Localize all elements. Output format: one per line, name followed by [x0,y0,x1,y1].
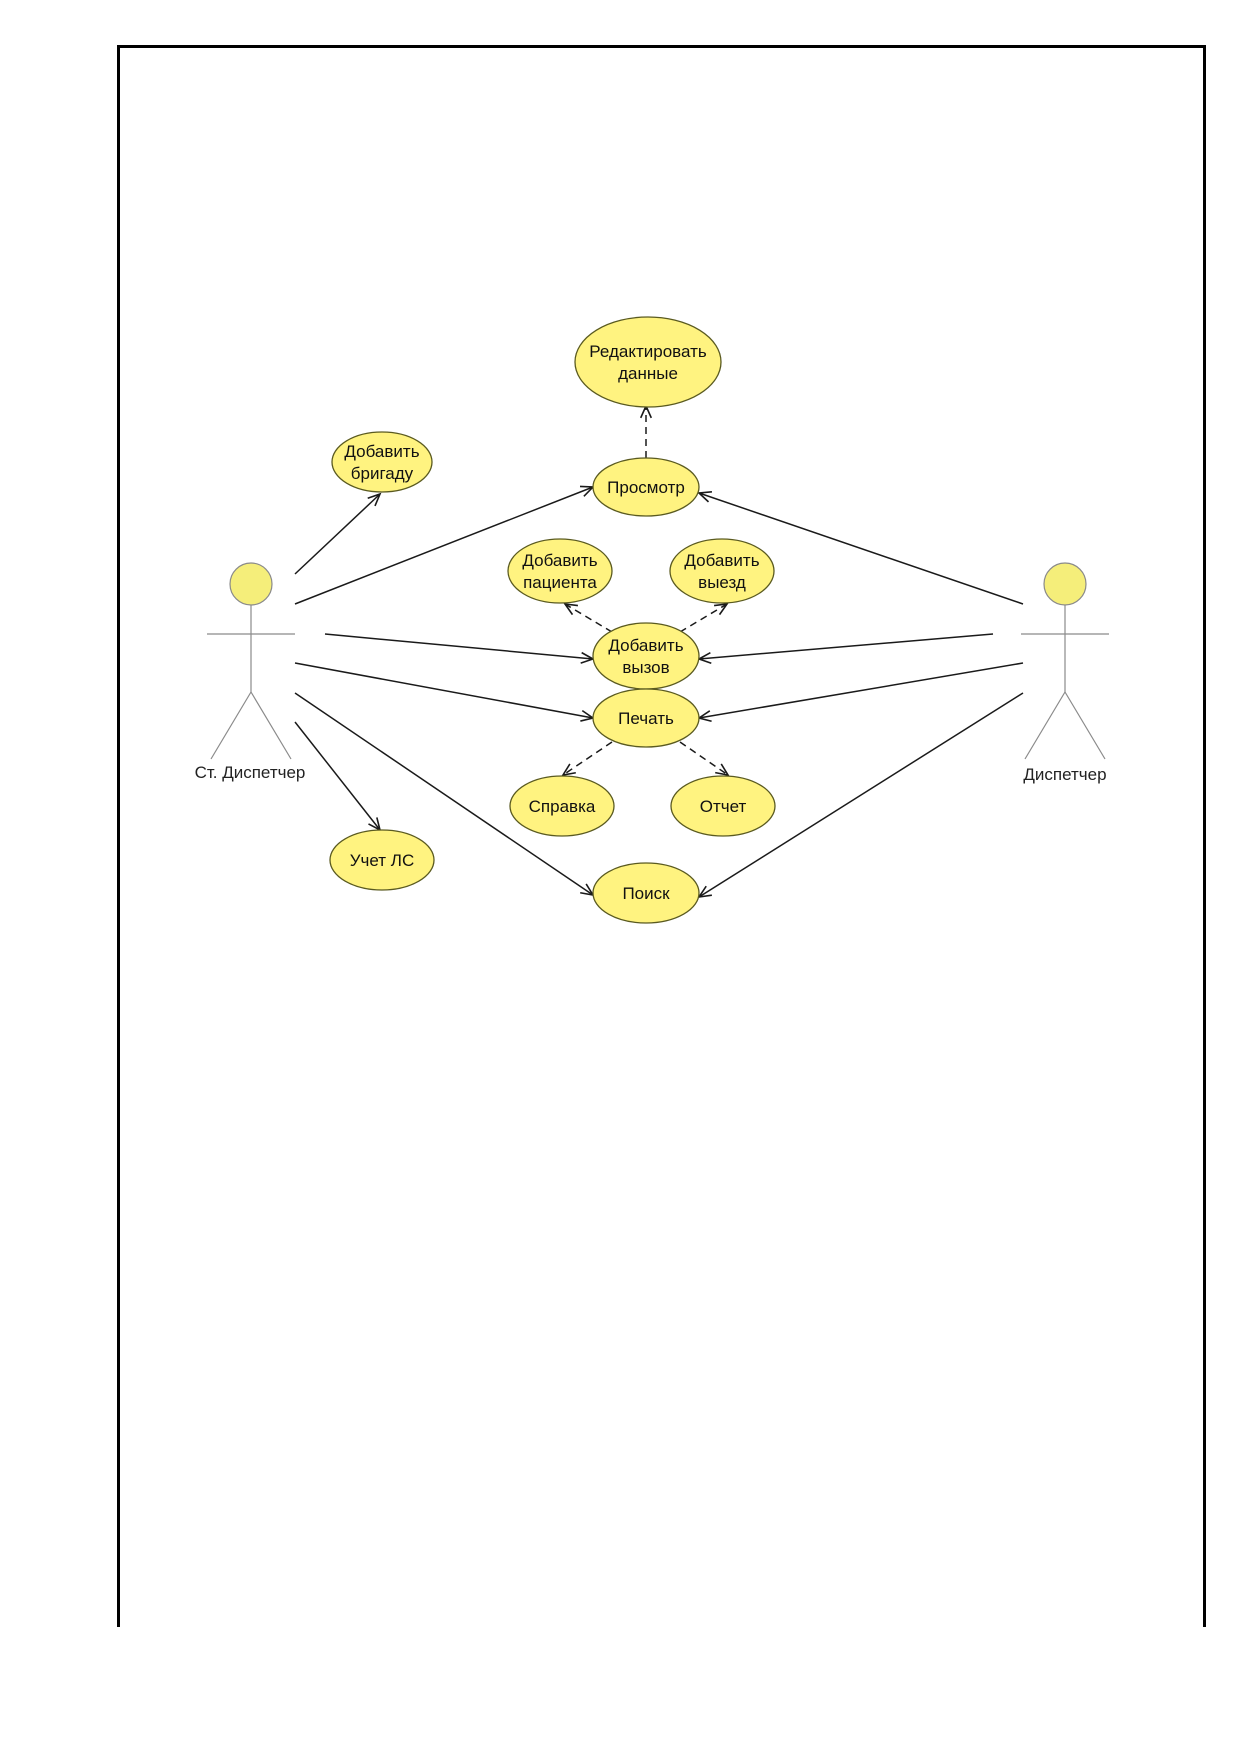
relation-line-disp-search [698,692,1024,898]
relation-arrowhead-senior-search [580,883,595,897]
usecase-label-brigade-0: Добавить [344,442,419,461]
relation-line-call-patient [564,603,613,633]
usecase-edit: Редактировать данные [574,316,722,408]
relation-line-print-ref [562,741,613,776]
usecase-ellipse-ls [329,829,435,891]
relation-line-disp-print [698,662,1024,719]
usecase-ls: Учет ЛС [329,829,435,891]
actor-leg-right-senior [250,691,292,760]
relation-print-report [679,741,730,777]
usecase-ellipse-edit [574,316,722,408]
usecase-ellipse-brigade [331,431,433,493]
relation-print-ref [561,741,613,777]
relation-line-print-report [679,741,729,776]
actor-head-disp [1043,562,1087,606]
usecase-ellipse-report [670,775,776,837]
relation-line-call-trip [679,603,728,633]
usecase-patient: Добавить пациента [507,538,613,604]
usecase-trip: Добавить выезд [669,538,775,604]
usecase-label-print-0: Печать [618,709,674,728]
usecase-label-report-0: Отчет [700,797,747,816]
relation-arrowhead-disp-search [697,885,712,899]
usecase-label-ref-0: Справка [529,797,596,816]
relation-line-disp-view [698,492,1024,605]
relation-view-edit [639,404,653,458]
page-frame-right-border [1203,45,1206,1627]
actor-senior: Ст. Диспетчер [195,562,306,782]
usecase-label-call-1: вызов [622,658,669,677]
actor-label-senior: Ст. Диспетчер [195,763,306,782]
relation-senior-print [294,662,595,722]
usecase-call: Добавить вызов [592,622,700,690]
usecase-label-trip-1: выезд [698,573,746,592]
relation-senior-brigade [294,492,382,575]
page-frame-left-border [117,45,120,1627]
usecase-ellipse-print [592,688,700,748]
relation-line-senior-print [294,662,594,719]
page-frame-top-border [117,45,1206,48]
usecase-label-ls-0: Учет ЛС [350,851,415,870]
actor-leg-left-senior [210,691,252,760]
usecase-ellipse-trip [669,538,775,604]
relation-arrowhead-print-report [715,763,730,777]
actor-leg-left-disp [1024,691,1066,760]
relation-line-senior-search [294,692,594,896]
usecase-label-edit-0: Редактировать [589,342,707,361]
relation-senior-call [324,633,595,664]
usecase-print: Печать [592,688,700,748]
usecase-label-call-0: Добавить [608,636,683,655]
usecase-label-brigade-1: бригаду [351,464,414,483]
usecase-ref: Справка [509,775,615,837]
usecase-ellipse-search [592,862,700,924]
usecase-ellipse-ref [509,775,615,837]
relation-arrowhead-call-trip [713,602,729,616]
actor-disp: Диспетчер [1021,562,1109,784]
usecase-brigade: Добавить бригаду [331,431,433,493]
relation-call-patient [563,602,613,633]
actors-layer: Ст. Диспетчер Диспетчер [195,562,1109,784]
usecase-search: Поиск [592,862,700,924]
usecase-ellipse-view [592,457,700,517]
relation-line-senior-brigade [294,493,381,575]
relation-arrowhead-print-ref [561,763,576,777]
relation-call-trip [679,602,729,633]
relation-arrowhead-call-patient [563,602,579,616]
relation-disp-call [697,633,994,665]
usecase-label-patient-1: пациента [523,573,597,592]
relation-line-disp-call [698,633,994,660]
usecase-label-patient-0: Добавить [522,551,597,570]
relation-arrowhead-senior-brigade [367,492,382,507]
relation-disp-view [697,491,1024,605]
relation-senior-ls [294,721,382,832]
actor-leg-right-disp [1064,691,1106,760]
usecase-ellipse-patient [507,538,613,604]
relation-line-senior-call [324,633,594,660]
relation-line-senior-view [294,486,594,605]
usecase-label-edit-1: данные [618,364,678,383]
usecase-view: Просмотр [592,457,700,517]
usecase-label-view-0: Просмотр [607,478,685,497]
relation-line-senior-ls [294,721,381,831]
usecase-label-trip-0: Добавить [684,551,759,570]
usecase-report: Отчет [670,775,776,837]
relation-arrowhead-disp-view [697,491,713,503]
relation-disp-print [697,662,1024,723]
actor-label-disp: Диспетчер [1023,765,1106,784]
actor-head-senior [229,562,273,606]
usecase-ellipse-call [592,622,700,690]
usecase-label-search-0: Поиск [622,884,670,903]
